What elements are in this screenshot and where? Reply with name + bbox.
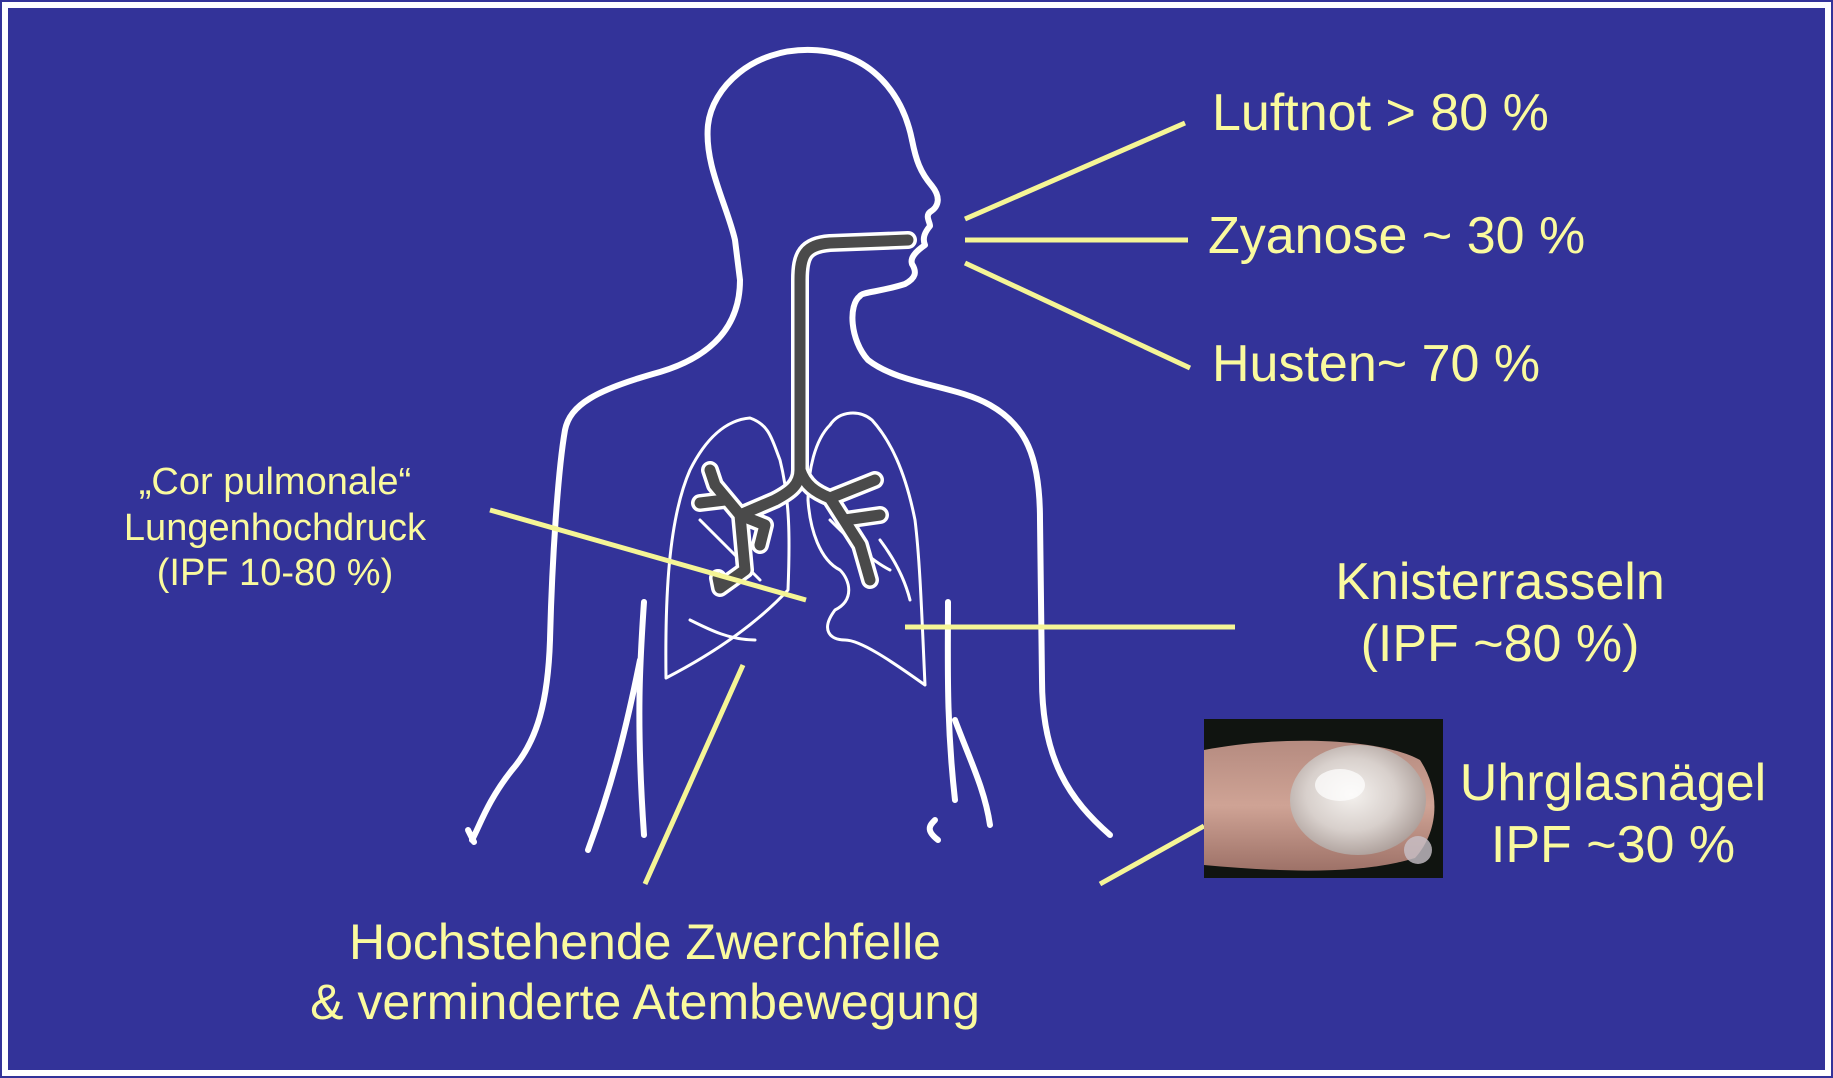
label-husten: Husten~ 70 % — [1212, 334, 1540, 394]
label-zwerchfelle-line1: Hochstehende Zwerchfelle — [280, 912, 1010, 972]
label-uhrglasnaegel-line2: IPF ~30 % — [1448, 814, 1778, 876]
label-cor-pulmonale: „Cor pulmonale“ Lungenhochdruck (IPF 10-… — [95, 460, 455, 597]
label-uhrglasnaegel-line1: Uhrglasnägel — [1448, 752, 1778, 814]
clubbed-fingernail-photo — [1204, 719, 1443, 878]
label-cor-pulmonale-line2: Lungenhochdruck — [95, 506, 455, 552]
label-luftnot: Luftnot > 80 % — [1212, 83, 1549, 143]
label-knisterrasseln: Knisterrasseln (IPF ~80 %) — [1290, 551, 1710, 676]
label-knisterrasseln-line1: Knisterrasseln — [1290, 551, 1710, 613]
label-zwerchfelle-line2: & verminderte Atembewegung — [280, 972, 1010, 1032]
label-zwerchfelle: Hochstehende Zwerchfelle & verminderte A… — [280, 912, 1010, 1032]
label-uhrglasnaegel: Uhrglasnägel IPF ~30 % — [1448, 752, 1778, 877]
label-cor-pulmonale-line3: (IPF 10-80 %) — [95, 551, 455, 597]
label-knisterrasseln-line2: (IPF ~80 %) — [1290, 613, 1710, 675]
label-cor-pulmonale-line1: „Cor pulmonale“ — [95, 460, 455, 506]
label-zyanose: Zyanose ~ 30 % — [1208, 206, 1585, 266]
